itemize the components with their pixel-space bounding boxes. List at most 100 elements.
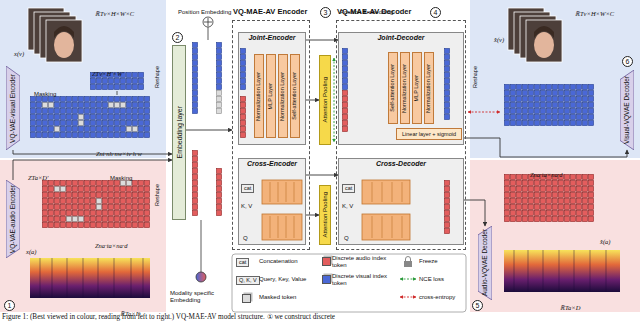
math-label: x̂(a) — [600, 230, 610, 248]
token-grid — [504, 174, 594, 222]
token-grid — [42, 102, 54, 108]
attention-block — [362, 180, 410, 204]
block-label: Audio-VQVAE Decoder — [482, 229, 489, 296]
video-frames — [526, 20, 562, 62]
loss-arrow — [334, 58, 335, 142]
video-frames — [46, 20, 82, 62]
flow-arrow — [464, 138, 627, 157]
label-text: Position Embedding — [178, 0, 231, 18]
block-label: MLP Layer — [414, 75, 420, 102]
cross-decoder: Cross-Decoder — [338, 158, 464, 245]
joint-encoder: Normalization Layer MLP Layer Normalizatio… — [238, 32, 306, 145]
block-title: Joint-Encoder — [248, 33, 295, 42]
layer-block: Normalization Layer — [278, 54, 288, 138]
legend-swatch — [322, 257, 331, 266]
token-grid — [126, 126, 138, 132]
callout-number: 3 — [320, 7, 331, 18]
callout-number: 1 — [4, 300, 15, 311]
panel-ground — [0, 160, 166, 312]
math-label: Zna·ta×na·d — [95, 242, 128, 249]
spectrogram — [504, 250, 620, 292]
op-tag: Q — [243, 226, 248, 244]
block-title: Joint-Decoder — [377, 33, 424, 42]
legend-frame — [406, 257, 411, 262]
block-title: VQ-MAE-AV Encoder — [233, 7, 309, 16]
math-label: Znt·nh·nw×tv·h·w — [96, 142, 142, 160]
label-text: Masking — [110, 166, 132, 184]
op-tag: cat — [342, 184, 355, 193]
legend-entry: Freeze — [419, 258, 463, 265]
callout-number: 5 — [472, 300, 483, 311]
callout-number: 2 — [172, 32, 183, 43]
op-tag: cat — [342, 184, 355, 193]
flow-arrow — [186, 130, 232, 131]
reshape-label: Reshape — [155, 66, 161, 88]
legend-text: cross-entropy — [419, 294, 463, 301]
attention-block — [270, 182, 294, 238]
layer-block: Normalization Layer — [424, 52, 434, 124]
block-label: Normalization Layer — [256, 72, 262, 121]
token-grid — [30, 96, 150, 138]
layer-block: Self-attention Layer — [388, 52, 398, 124]
block-label: Self-attention Layer — [292, 72, 298, 120]
math-label: ℝTa×D — [560, 296, 580, 314]
panel-ground — [338, 158, 464, 245]
math-label: ℝTa×D — [560, 304, 580, 311]
flow-arrow — [306, 175, 338, 176]
op-tag: K, V — [241, 194, 252, 212]
math-label: Zna·ta×na·d — [530, 171, 563, 178]
math-label: x̂(a) — [600, 238, 610, 245]
decoder-block: Audio-VQVAE Decoder — [478, 226, 492, 300]
encoder-outline — [6, 180, 20, 258]
block-label: MLP Layer — [268, 83, 274, 110]
attention-pooling: Attention Pooling — [319, 185, 331, 245]
panel-ground — [0, 0, 640, 312]
legend-frame — [400, 297, 416, 298]
block-label: Attention Pooling — [322, 192, 328, 237]
label-text: Modality specific Embedding — [170, 290, 230, 304]
panel-ground — [338, 32, 464, 145]
reshape-label: Reshape — [155, 184, 161, 206]
legend-text: Discrete visual index token — [332, 273, 396, 287]
encoder-block: VQ-VAE-audio Encoder — [6, 180, 20, 258]
layer-block: Normalization Layer — [400, 52, 410, 124]
math-label: Znt·nh·nw×tv·h·w — [96, 150, 142, 157]
callout-number: 3 — [320, 7, 331, 18]
legend-text: Discrete audio index token — [332, 255, 396, 269]
figure-caption: Figure 1: (Best viewed in colour, readin… — [2, 313, 335, 322]
math-label: ℝTv×H×W×C — [95, 10, 134, 17]
block-title: Cross-Decoder — [376, 159, 426, 168]
decoder-block: Visual-VQVAE Decoder — [620, 70, 634, 150]
legend-frame — [400, 279, 416, 280]
embedding-symbol — [196, 272, 206, 282]
token-grid — [192, 42, 198, 114]
panel-ground — [470, 160, 640, 312]
linear-layer: Linear layer + sigmoid — [396, 128, 462, 140]
math-label: x(a) — [26, 240, 36, 258]
video-frames — [46, 20, 82, 62]
flow-arrow — [306, 100, 319, 101]
flow-arrow — [13, 150, 172, 154]
spectrogram — [30, 258, 150, 298]
encoder-outline — [6, 66, 20, 150]
model-encoder: Normalization Layer MLP Layer Normalizatio… — [232, 20, 310, 250]
video-frames — [534, 32, 554, 58]
math-label: ZTv×H'×W' — [92, 62, 124, 80]
math-label: x(a) — [26, 248, 36, 255]
loss-arrow — [468, 112, 500, 113]
block-label: Visual-VQVAE Decoder — [624, 76, 631, 144]
op-tag: cat — [241, 184, 254, 193]
legend-text: NCE loss — [419, 276, 463, 283]
token-grid — [342, 48, 348, 90]
token-grid — [192, 150, 198, 216]
block-title: Cross-Encoder — [247, 159, 297, 168]
token-grid — [216, 90, 222, 114]
math-label: ℝTv×H×W×C — [575, 2, 614, 20]
callout-number: 1 — [4, 300, 15, 311]
op-tag: K, V — [342, 203, 353, 209]
block-label: Embedding layer — [176, 106, 183, 159]
model-decoder: Self-attention LayerNormalization LayerM… — [336, 20, 466, 250]
video-frames — [54, 26, 74, 38]
